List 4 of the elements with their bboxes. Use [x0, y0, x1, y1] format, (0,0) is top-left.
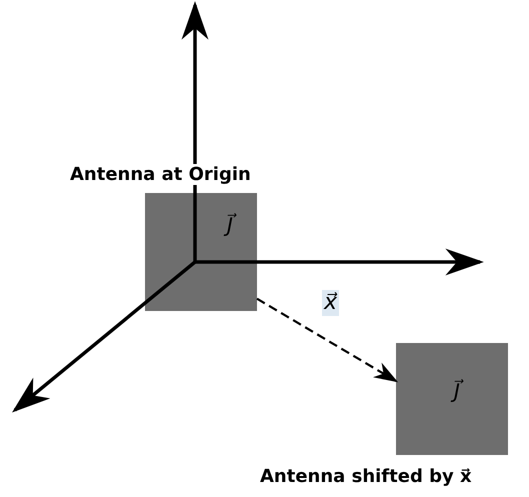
antenna-heading: Antenna shifted by x⃗	[260, 466, 472, 487]
edge-label: x⃗	[322, 290, 340, 316]
arrow	[256, 298, 398, 382]
antenna-heading: Antenna at Origin	[70, 164, 251, 185]
